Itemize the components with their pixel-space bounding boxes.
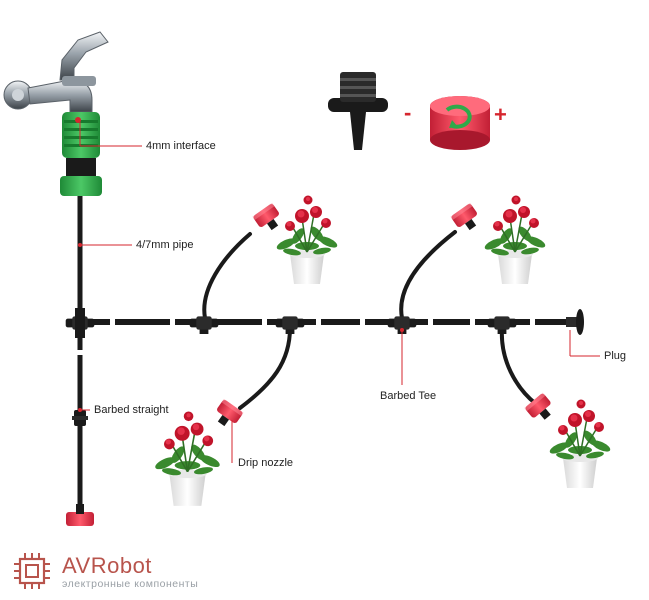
green-faucet-adapter: [60, 112, 102, 196]
main-tee-fitting: [65, 308, 95, 338]
barbed-straight-connector: [72, 410, 88, 426]
pipe-joints: [76, 318, 535, 355]
branch-pipe-1: [202, 232, 252, 320]
branch-pipe-3: [399, 230, 457, 320]
brand-name: AVRobot: [62, 553, 152, 578]
nozzle-body-illustration: [328, 72, 388, 150]
faucet: [3, 31, 109, 113]
drip-nozzle-icon: [211, 398, 244, 431]
label-pipe: 4/7mm pipe: [136, 239, 194, 251]
barbed-tee-1: [189, 316, 219, 334]
callout-dots: [78, 243, 404, 412]
pipe-network: [77, 192, 573, 515]
barbed-tee-4: [487, 316, 517, 334]
branch-pipe-2: [238, 326, 292, 410]
chip-logo-icon: [14, 553, 50, 589]
barbed-tee-2: [275, 316, 305, 334]
end-plug: [566, 309, 584, 335]
label-plug: Plug: [604, 350, 627, 362]
label-barbed-tee: Barbed Tee: [380, 390, 437, 402]
label-drip-nozzle: Drip nozzle: [238, 457, 294, 469]
label-barbed-straight: Barbed straight: [94, 404, 169, 416]
label-4mm-interface: 4mm interface: [146, 140, 216, 152]
decrease-sign: -: [404, 100, 412, 125]
drip-nozzle-icon: [252, 202, 285, 235]
increase-sign: +: [494, 102, 507, 127]
potted-flower-icon: [482, 194, 548, 285]
line-end-nozzle: [66, 504, 94, 526]
nozzle-cap-illustration: [430, 96, 490, 150]
callout-lines: [79, 120, 600, 463]
potted-flower-icon: [152, 410, 223, 507]
potted-flower-icon: [274, 194, 340, 285]
drip-nozzle-icon: [450, 202, 483, 235]
brand-tagline: электронные компоненты: [62, 578, 199, 590]
branch-pipe-4: [499, 326, 538, 406]
potted-flower-icon: [547, 398, 613, 489]
